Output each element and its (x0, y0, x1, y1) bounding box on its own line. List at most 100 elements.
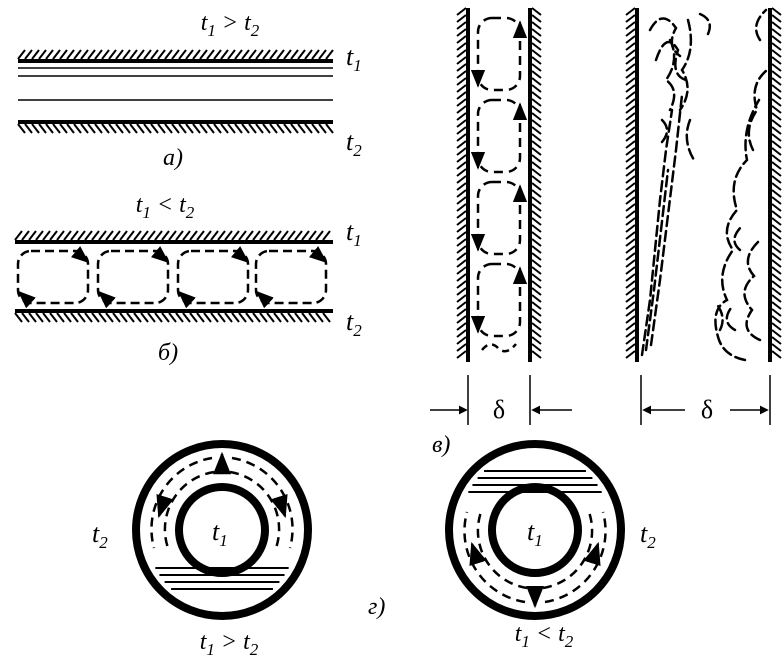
hatch-mark (192, 49, 201, 60)
hatch-mark (771, 287, 782, 296)
hatch-mark (217, 312, 226, 323)
panel-g-right-inner-temp: t1 (527, 517, 543, 550)
hatch-mark (456, 336, 467, 345)
hatch-mark (63, 312, 72, 323)
hatch-mark (164, 123, 173, 134)
hatch-mark (63, 230, 72, 241)
hatch-mark (625, 301, 636, 310)
hatch-mark (182, 312, 191, 323)
hatch-mark (531, 35, 542, 44)
hatch-mark (59, 49, 68, 60)
hatch-mark (199, 123, 208, 134)
hatch-mark (112, 230, 121, 241)
panel-g-right-condition: t1 < t2 (515, 621, 574, 651)
flow-arrow (177, 290, 196, 309)
hatch-mark (456, 203, 467, 212)
turbulent-eddy (685, 118, 696, 162)
flow-arrow (97, 290, 116, 309)
panel-v-right-wall-hatch (771, 7, 782, 359)
hatch-mark (14, 230, 23, 241)
hatch-mark (283, 49, 292, 60)
hatch-mark (21, 230, 30, 241)
hatch-mark (456, 294, 467, 303)
hatch-mark (625, 315, 636, 324)
hatch-mark (771, 210, 782, 219)
hatch-mark (203, 312, 212, 323)
hatch-mark (625, 14, 636, 23)
hatch-mark (625, 56, 636, 65)
hatch-mark (625, 126, 636, 135)
hatch-mark (456, 322, 467, 331)
hatch-mark (101, 123, 110, 134)
hatch-mark (456, 56, 467, 65)
hatch-mark (625, 287, 636, 296)
hatch-mark (259, 312, 268, 323)
hatch-mark (456, 28, 467, 37)
hatch-mark (625, 147, 636, 156)
hatch-mark (322, 230, 331, 241)
hatch-mark (52, 123, 61, 134)
hatch-mark (771, 105, 782, 114)
panel-a-condition: t1 > t2 (201, 10, 260, 40)
hatch-mark (213, 123, 222, 134)
hatch-mark (531, 252, 542, 261)
hatch-mark (771, 259, 782, 268)
hatch-mark (625, 168, 636, 177)
hatch-mark (45, 123, 54, 134)
flow-arrow (156, 493, 174, 519)
hatch-mark (531, 287, 542, 296)
hatch-mark (94, 49, 103, 60)
hatch-mark (189, 230, 198, 241)
hatch-mark (178, 49, 187, 60)
hatch-mark (771, 329, 782, 338)
hatch-mark (196, 230, 205, 241)
circulation-line (231, 456, 294, 549)
hatch-mark (456, 42, 467, 51)
hatch-mark (301, 312, 310, 323)
hatch-mark (531, 336, 542, 345)
hatch-mark (252, 312, 261, 323)
hatch-mark (625, 238, 636, 247)
hatch-mark (290, 49, 299, 60)
convection-cell (254, 249, 328, 305)
hatch-mark (119, 230, 128, 241)
hatch-mark (115, 123, 124, 134)
hatch-mark (531, 133, 542, 142)
flow-arrow (230, 246, 250, 264)
hatch-mark (84, 312, 93, 323)
hatch-mark (771, 238, 782, 247)
hatch-mark (771, 112, 782, 121)
circulation-line (463, 511, 526, 604)
panel-a-bottom-temp-label: t2 (346, 127, 362, 160)
hatch-mark (456, 273, 467, 282)
hatch-mark (625, 245, 636, 254)
hatch-mark (150, 49, 159, 60)
hatch-mark (311, 49, 320, 60)
hatch-mark (625, 91, 636, 100)
hatch-mark (456, 21, 467, 30)
convection-cell (476, 16, 522, 92)
hatch-mark (28, 230, 37, 241)
hatch-mark (531, 322, 542, 331)
hatch-mark (91, 230, 100, 241)
hatch-mark (87, 123, 96, 134)
hatch-mark (771, 56, 782, 65)
hatch-mark (456, 224, 467, 233)
panel-v-right-wall-hatch (625, 7, 636, 359)
hatch-mark (238, 230, 247, 241)
panel-a: t1 > t2 t1 t2 а) (17, 10, 362, 171)
hatch-mark (252, 230, 261, 241)
hatch-mark (771, 14, 782, 23)
hatch-mark (73, 123, 82, 134)
turbulent-eddy (743, 240, 762, 342)
hatch-mark (262, 49, 271, 60)
hatch-mark (224, 312, 233, 323)
hatch-mark (276, 49, 285, 60)
turbulent-eddy (649, 93, 684, 347)
hatch-mark (66, 123, 75, 134)
hatch-mark (625, 21, 636, 30)
hatch-mark (771, 42, 782, 51)
hatch-mark (625, 203, 636, 212)
hatch-mark (456, 350, 467, 359)
hatch-mark (531, 259, 542, 268)
